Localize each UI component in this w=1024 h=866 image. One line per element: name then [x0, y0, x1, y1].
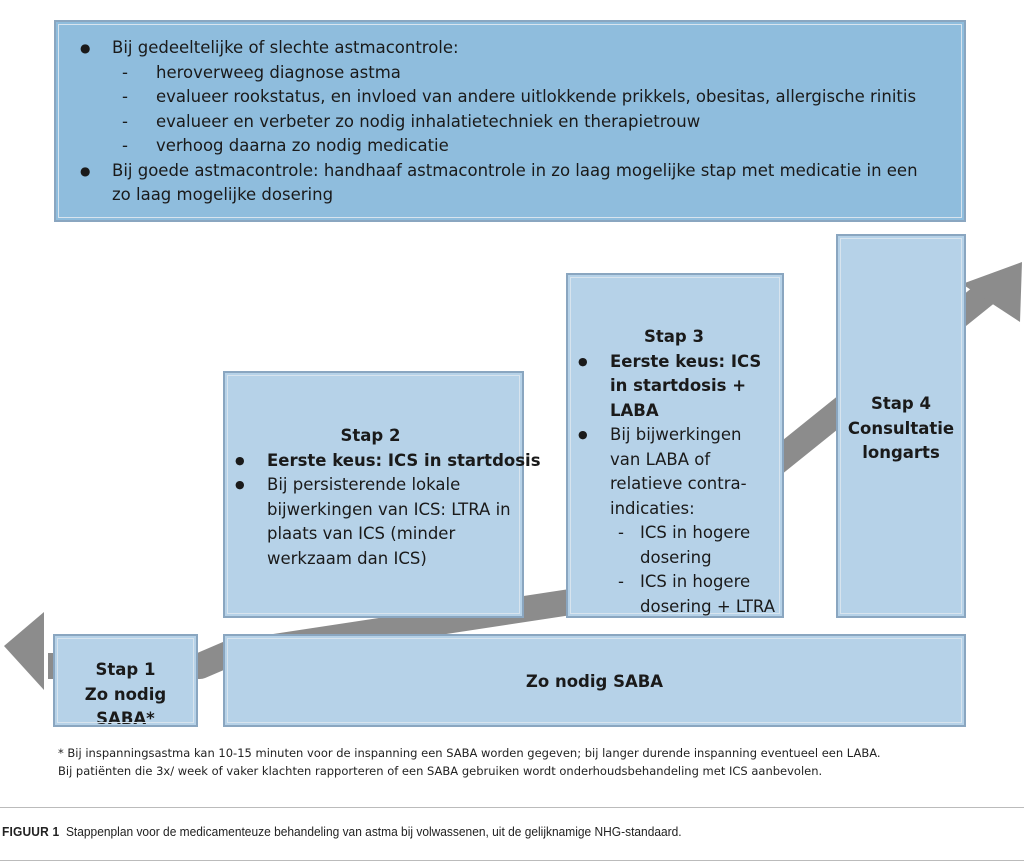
- base-saba-label: Zo nodig SABA: [525, 672, 664, 691]
- step4-title: Stap 4: [871, 394, 931, 413]
- step3-side-effects-text: Bij bijwerkingen van LABA of relatieve c…: [610, 425, 747, 518]
- step3-box: Stap 3 Eerste keus: ICS in startdosis + …: [566, 273, 784, 618]
- arrow-head-left: [4, 612, 44, 690]
- step3-side-effects: Bij bijwerkingen van LABA of relatieve c…: [572, 423, 776, 619]
- step3-first-choice: Eerste keus: ICS in startdosis + LABA: [572, 350, 776, 424]
- caption-text: Stappenplan voor de medicamenteuze behan…: [65, 824, 682, 839]
- guidance-sub-item: heroverweeg diagnose astma: [112, 61, 938, 86]
- guidance-bullet1-text: Bij gedeeltelijke of slechte astmacontro…: [112, 38, 459, 57]
- step1-title: Stap 1: [95, 660, 156, 679]
- guidance-sub-item: verhoog daarna zo nodig medicatie: [112, 134, 938, 159]
- step4-line2: Consultatie: [847, 418, 955, 438]
- guidance-sub-item: evalueer en verbeter zo nodig inhalatiet…: [112, 110, 938, 135]
- figure-caption: FIGUUR 1 Stappenplan voor de medicamente…: [2, 824, 682, 839]
- base-saba-box: Zo nodig SABA: [223, 634, 966, 727]
- step2-first-choice: Eerste keus: ICS in startdosis: [229, 449, 541, 474]
- step3-title: Stap 3: [644, 327, 704, 346]
- guidance-box: Bij gedeeltelijke of slechte astmacontro…: [54, 20, 966, 222]
- caption-rule-top: [0, 807, 1024, 808]
- step3-sub-item: ICS in hogere dosering: [610, 521, 776, 570]
- arrow-head-right: [962, 262, 1022, 322]
- footnote-maintenance: Bij patiënten die 3x/ week of vaker klac…: [58, 764, 823, 778]
- caption-label: FIGUUR 1: [2, 824, 60, 839]
- step3-sub-item: ICS in hogere dosering + LTRA: [610, 570, 776, 619]
- step4-line3: longarts: [862, 443, 940, 462]
- step2-box: Stap 2 Eerste keus: ICS in startdosis Bi…: [223, 371, 541, 618]
- caption-rule-bottom: [0, 860, 1024, 861]
- step4-box: Stap 4 Consultatie longarts: [836, 234, 966, 618]
- guidance-bullet-good-control: Bij goede astmacontrole: handhaaf astmac…: [80, 159, 938, 208]
- step2-alternative: Bij persisterende lokale bijwerkingen va…: [229, 473, 512, 571]
- footnote-exercise: * Bij inspanningsastma kan 10-15 minuten…: [58, 746, 881, 760]
- guidance-sub-item: evalueer rookstatus, en invloed van ande…: [112, 85, 938, 110]
- step1-box: Stap 1 Zo nodig SABA*: [53, 634, 198, 728]
- step2-title: Stap 2: [340, 426, 401, 445]
- guidance-bullet-poor-control: Bij gedeeltelijke of slechte astmacontro…: [80, 36, 938, 159]
- step1-subtitle: Zo nodig SABA*: [84, 684, 167, 729]
